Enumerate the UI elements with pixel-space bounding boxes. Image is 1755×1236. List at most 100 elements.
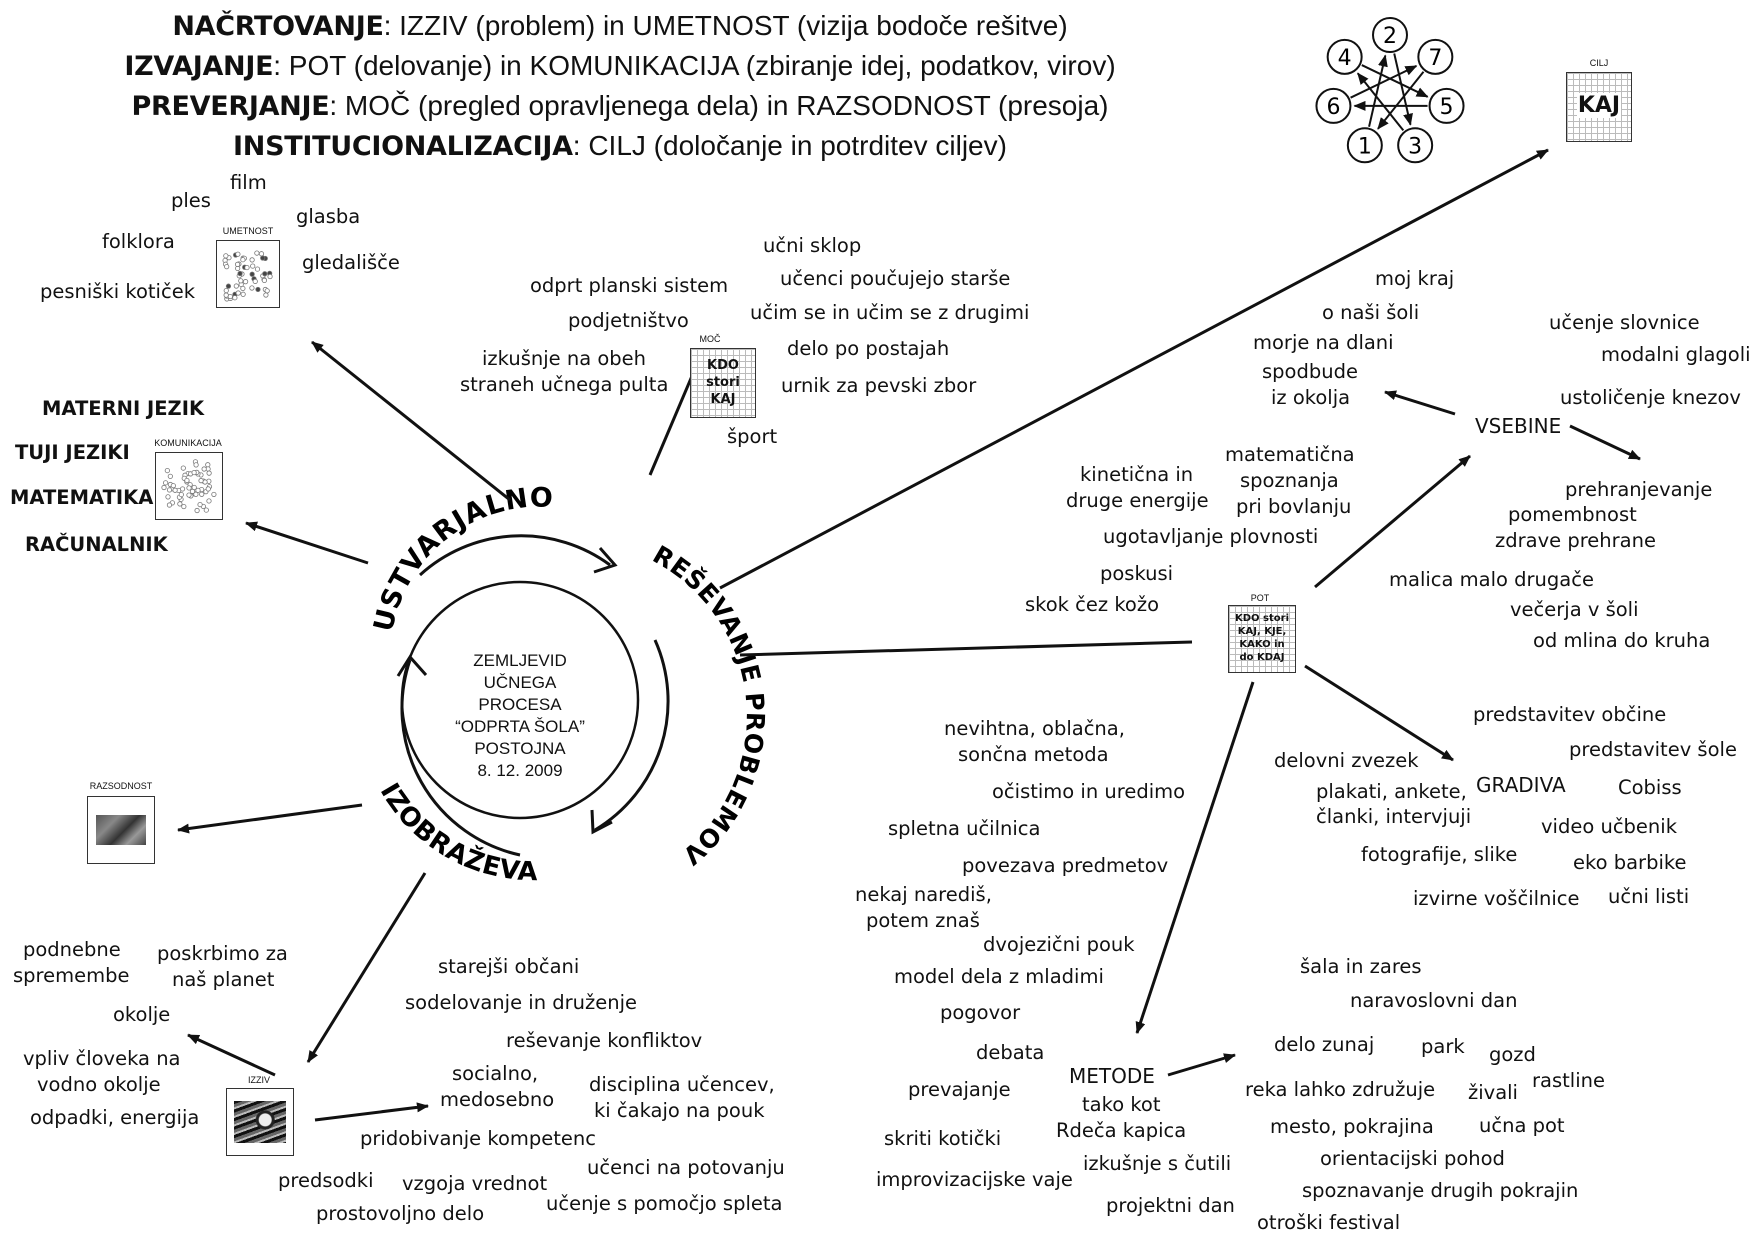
header-desc: : CILJ (določanje in potrditev ciljev): [572, 130, 1007, 161]
star-number: 2: [1383, 24, 1397, 49]
star-number: 1: [1358, 134, 1372, 159]
pot-caption: POT: [1250, 593, 1270, 603]
vsebine-item: spodbude: [1262, 360, 1358, 383]
zunaj-item: učna pot: [1479, 1114, 1565, 1137]
gradiva-item: učni listi: [1608, 885, 1690, 908]
metode-item: nekaj narediš,: [855, 883, 992, 906]
umetnost-item-gledalisce: gledališče: [302, 251, 400, 274]
dot: [223, 287, 229, 294]
moc-caption: MOČ: [699, 334, 721, 344]
zunaj-item: živali: [1468, 1081, 1518, 1104]
metode-item: model dela z mladimi: [894, 965, 1104, 988]
star-arrow: [1368, 54, 1388, 127]
dot: [234, 261, 241, 267]
star-node: 7: [1417, 38, 1454, 75]
dot: [189, 488, 196, 494]
gradiva-item: izvirne voščilnice: [1413, 887, 1580, 910]
metode-item: debata: [976, 1041, 1045, 1064]
dot: [194, 507, 200, 514]
dot: [252, 278, 258, 284]
vsebine-item: zdrave prehrane: [1495, 529, 1656, 552]
dot: [163, 480, 169, 486]
moc-item: učenci poučujejo starše: [780, 267, 1011, 290]
dot: [180, 465, 186, 471]
vsebine-item: modalni glagoli: [1601, 343, 1751, 366]
dot: [232, 295, 238, 301]
vsebine-item: o naši šoli: [1322, 301, 1420, 324]
dot: [260, 255, 266, 261]
izziv-right-item: pridobivanje kompetenc: [360, 1127, 596, 1150]
metode-item: dvojezični pouk: [983, 933, 1135, 956]
center-line: POSTOJNA: [474, 739, 566, 758]
komunikacija-box: [155, 452, 223, 520]
moc-item: urnik za pevski zbor: [781, 374, 977, 397]
izziv-left-item: spremembe: [13, 964, 130, 987]
pot-item: skok čez kožo: [1025, 593, 1160, 616]
zunaj-item: spoznavanje drugih pokrajin: [1302, 1179, 1579, 1202]
metode-item: skriti kotički: [884, 1127, 1002, 1150]
dots-icon: [161, 459, 217, 514]
metode-label: METODE: [1069, 1064, 1155, 1088]
gradiva-item: video učbenik: [1541, 815, 1677, 838]
zunaj-item: otroški festival: [1257, 1211, 1401, 1234]
dot: [240, 257, 246, 263]
moc-item: učim se in učim se z drugimi: [750, 301, 1030, 324]
pot-box-text: KDO stori KAJ, KJE, KAKO in do KDAJ: [1229, 612, 1295, 664]
dot: [178, 491, 184, 498]
dot: [255, 286, 261, 293]
main-arrows: [177, 148, 1641, 1122]
vsebine-item: iz okolja: [1271, 386, 1351, 409]
cilj-box-text: KAJ: [1577, 93, 1621, 118]
star-node: 3: [1397, 127, 1434, 164]
dot: [250, 263, 256, 269]
zunaj-item: park: [1421, 1035, 1465, 1058]
izziv-right-item: reševanje konfliktov: [506, 1029, 703, 1052]
dot: [201, 466, 207, 472]
dot: [237, 270, 243, 277]
izziv-left-item: vodno okolje: [37, 1073, 161, 1096]
metode-item: očistimo in uredimo: [992, 780, 1186, 803]
pot-item: spoznanja: [1240, 469, 1339, 492]
dot: [166, 487, 173, 493]
dot: [261, 277, 267, 283]
zunaj-item: rastline: [1532, 1069, 1605, 1092]
dot: [235, 290, 241, 296]
star-arrow: [1356, 72, 1405, 132]
umetnost-caption: UMETNOST: [222, 226, 274, 236]
izziv-right-item: prostovoljno delo: [316, 1202, 485, 1225]
header-desc: : MOČ (pregled opravljenega dela) in RAZ…: [329, 90, 1109, 121]
izziv-right-item: sodelovanje in druženje: [405, 991, 638, 1014]
vsebine-item: pomembnost: [1508, 503, 1637, 526]
vsebine-item: malica malo drugače: [1389, 568, 1594, 591]
pot-item: druge energije: [1066, 489, 1209, 512]
izziv-left-item: poskrbimo za: [157, 942, 288, 965]
gradiva-item: plakati, ankete,: [1316, 780, 1467, 803]
star-number: 7: [1428, 46, 1442, 71]
moc-item: izkušnje na obeh: [482, 347, 647, 370]
izziv-right-item: medosebno: [440, 1088, 555, 1111]
dot: [238, 278, 244, 284]
zunaj-item: mesto, pokrajina: [1270, 1115, 1434, 1138]
center-line: “ODPRTA ŠOLA”: [455, 717, 585, 736]
moc-item: učni sklop: [763, 234, 862, 257]
gradiva-item: Cobiss: [1618, 776, 1682, 799]
dot: [198, 478, 204, 484]
dot: [164, 467, 170, 474]
izziv-left-item: okolje: [113, 1003, 171, 1026]
vsebine-item: ustoličenje knezov: [1560, 386, 1741, 409]
dot: [225, 283, 232, 289]
komunikacija-item: MATEMATIKA: [10, 486, 154, 509]
header-line-3: PREVERJANJE: MOČ (pregled opravljenega d…: [0, 90, 1240, 123]
izziv-left-item: odpadki, energija: [30, 1106, 200, 1129]
header-term: NAČRTOVANJE: [172, 11, 384, 42]
header-line-2: IZVAJANJE: POT (delovanje) in KOMUNIKACI…: [0, 50, 1240, 83]
dot: [240, 285, 246, 292]
moc-line: KDO: [707, 358, 739, 373]
moc-line: stori: [706, 375, 740, 390]
izziv-right-item: učenci na potovanju: [587, 1156, 785, 1179]
zunaj-item: reka lahko združuje: [1245, 1078, 1436, 1101]
dot: [264, 288, 270, 294]
star-arrow: [1361, 64, 1429, 98]
center-line: PROCESA: [478, 695, 562, 714]
